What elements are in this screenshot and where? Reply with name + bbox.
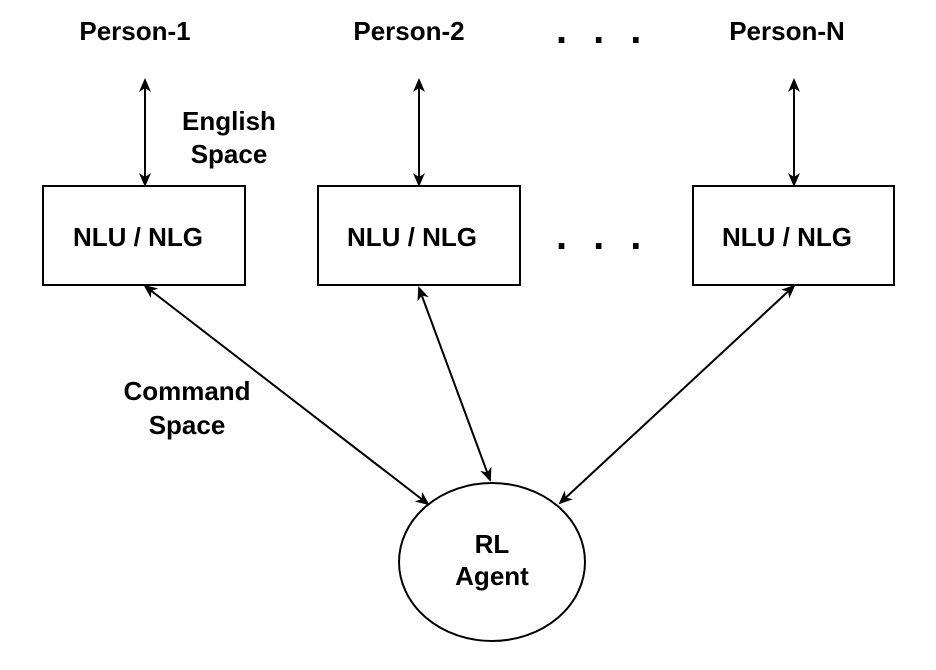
nlu-nlg-box-1 bbox=[42, 185, 246, 286]
command-space-line-1: Command bbox=[123, 376, 251, 406]
nlu-nlg-box-n bbox=[692, 185, 895, 286]
rl-agent-label: RL Agent bbox=[398, 528, 586, 592]
person-n-label: Person-N bbox=[729, 16, 845, 46]
box-n-agent-arrow bbox=[558, 284, 796, 505]
modules-ellipsis: ... bbox=[556, 214, 668, 258]
nlu-nlg-box-2 bbox=[317, 185, 521, 286]
command-space-line-2: Space bbox=[148, 410, 226, 440]
nlu-nlg-label-n: NLU / NLG bbox=[722, 222, 852, 252]
rl-agent-node bbox=[398, 482, 586, 642]
english-space-line-1: English bbox=[182, 106, 276, 136]
box-2-agent-arrow bbox=[417, 286, 492, 482]
box-1-agent-arrow bbox=[143, 284, 430, 506]
english-space-label: English Space bbox=[169, 105, 289, 171]
rl-agent-line-1: RL bbox=[474, 529, 510, 559]
rl-agent-line-2: Agent bbox=[455, 561, 529, 591]
command-space-label: Command Space bbox=[112, 374, 262, 442]
person-1-label: Person-1 bbox=[79, 16, 191, 46]
nlu-nlg-label-1: NLU / NLG bbox=[73, 222, 203, 252]
english-space-line-2: Space bbox=[190, 139, 268, 169]
nlu-nlg-label-2: NLU / NLG bbox=[347, 222, 477, 252]
persons-ellipsis: ... bbox=[556, 8, 668, 52]
person-2-label: Person-2 bbox=[353, 16, 465, 46]
